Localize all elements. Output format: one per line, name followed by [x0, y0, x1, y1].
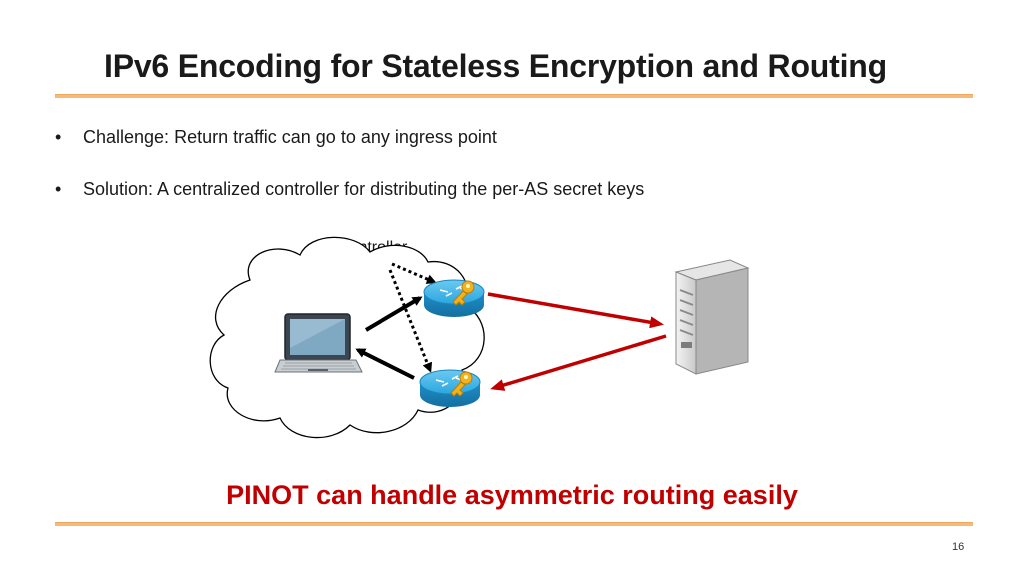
- laptop-to-router-arrow: [364, 296, 423, 332]
- bullet-text: Challenge: Return traffic can go to any …: [83, 127, 497, 147]
- bullet-solution: • Solution: A centralized controller for …: [55, 179, 644, 200]
- return-path-arrow: [490, 334, 667, 391]
- bullet-challenge: • Challenge: Return traffic can go to any…: [55, 127, 497, 148]
- controller-to-router-top-arrow: [391, 262, 437, 284]
- bullet-marker: •: [55, 127, 62, 147]
- footer-divider: [55, 522, 973, 526]
- router-key-icon: [423, 279, 485, 317]
- forward-path-arrow: [487, 292, 664, 329]
- tagline: PINOT can handle asymmetric routing easi…: [226, 480, 798, 510]
- slide-title: IPv6 Encoding for Stateless Encryption a…: [104, 48, 887, 84]
- controller-to-router-bottom-arrow: [388, 269, 433, 373]
- laptop-icon: [274, 313, 363, 373]
- bullet-marker: •: [55, 179, 62, 199]
- router-key-icon: [419, 369, 481, 407]
- router-to-laptop-arrow: [355, 348, 415, 380]
- server-icon: [674, 259, 750, 375]
- title-divider: [55, 94, 973, 98]
- page-number: 16: [952, 541, 965, 553]
- bullet-text: Solution: A centralized controller for d…: [83, 179, 645, 199]
